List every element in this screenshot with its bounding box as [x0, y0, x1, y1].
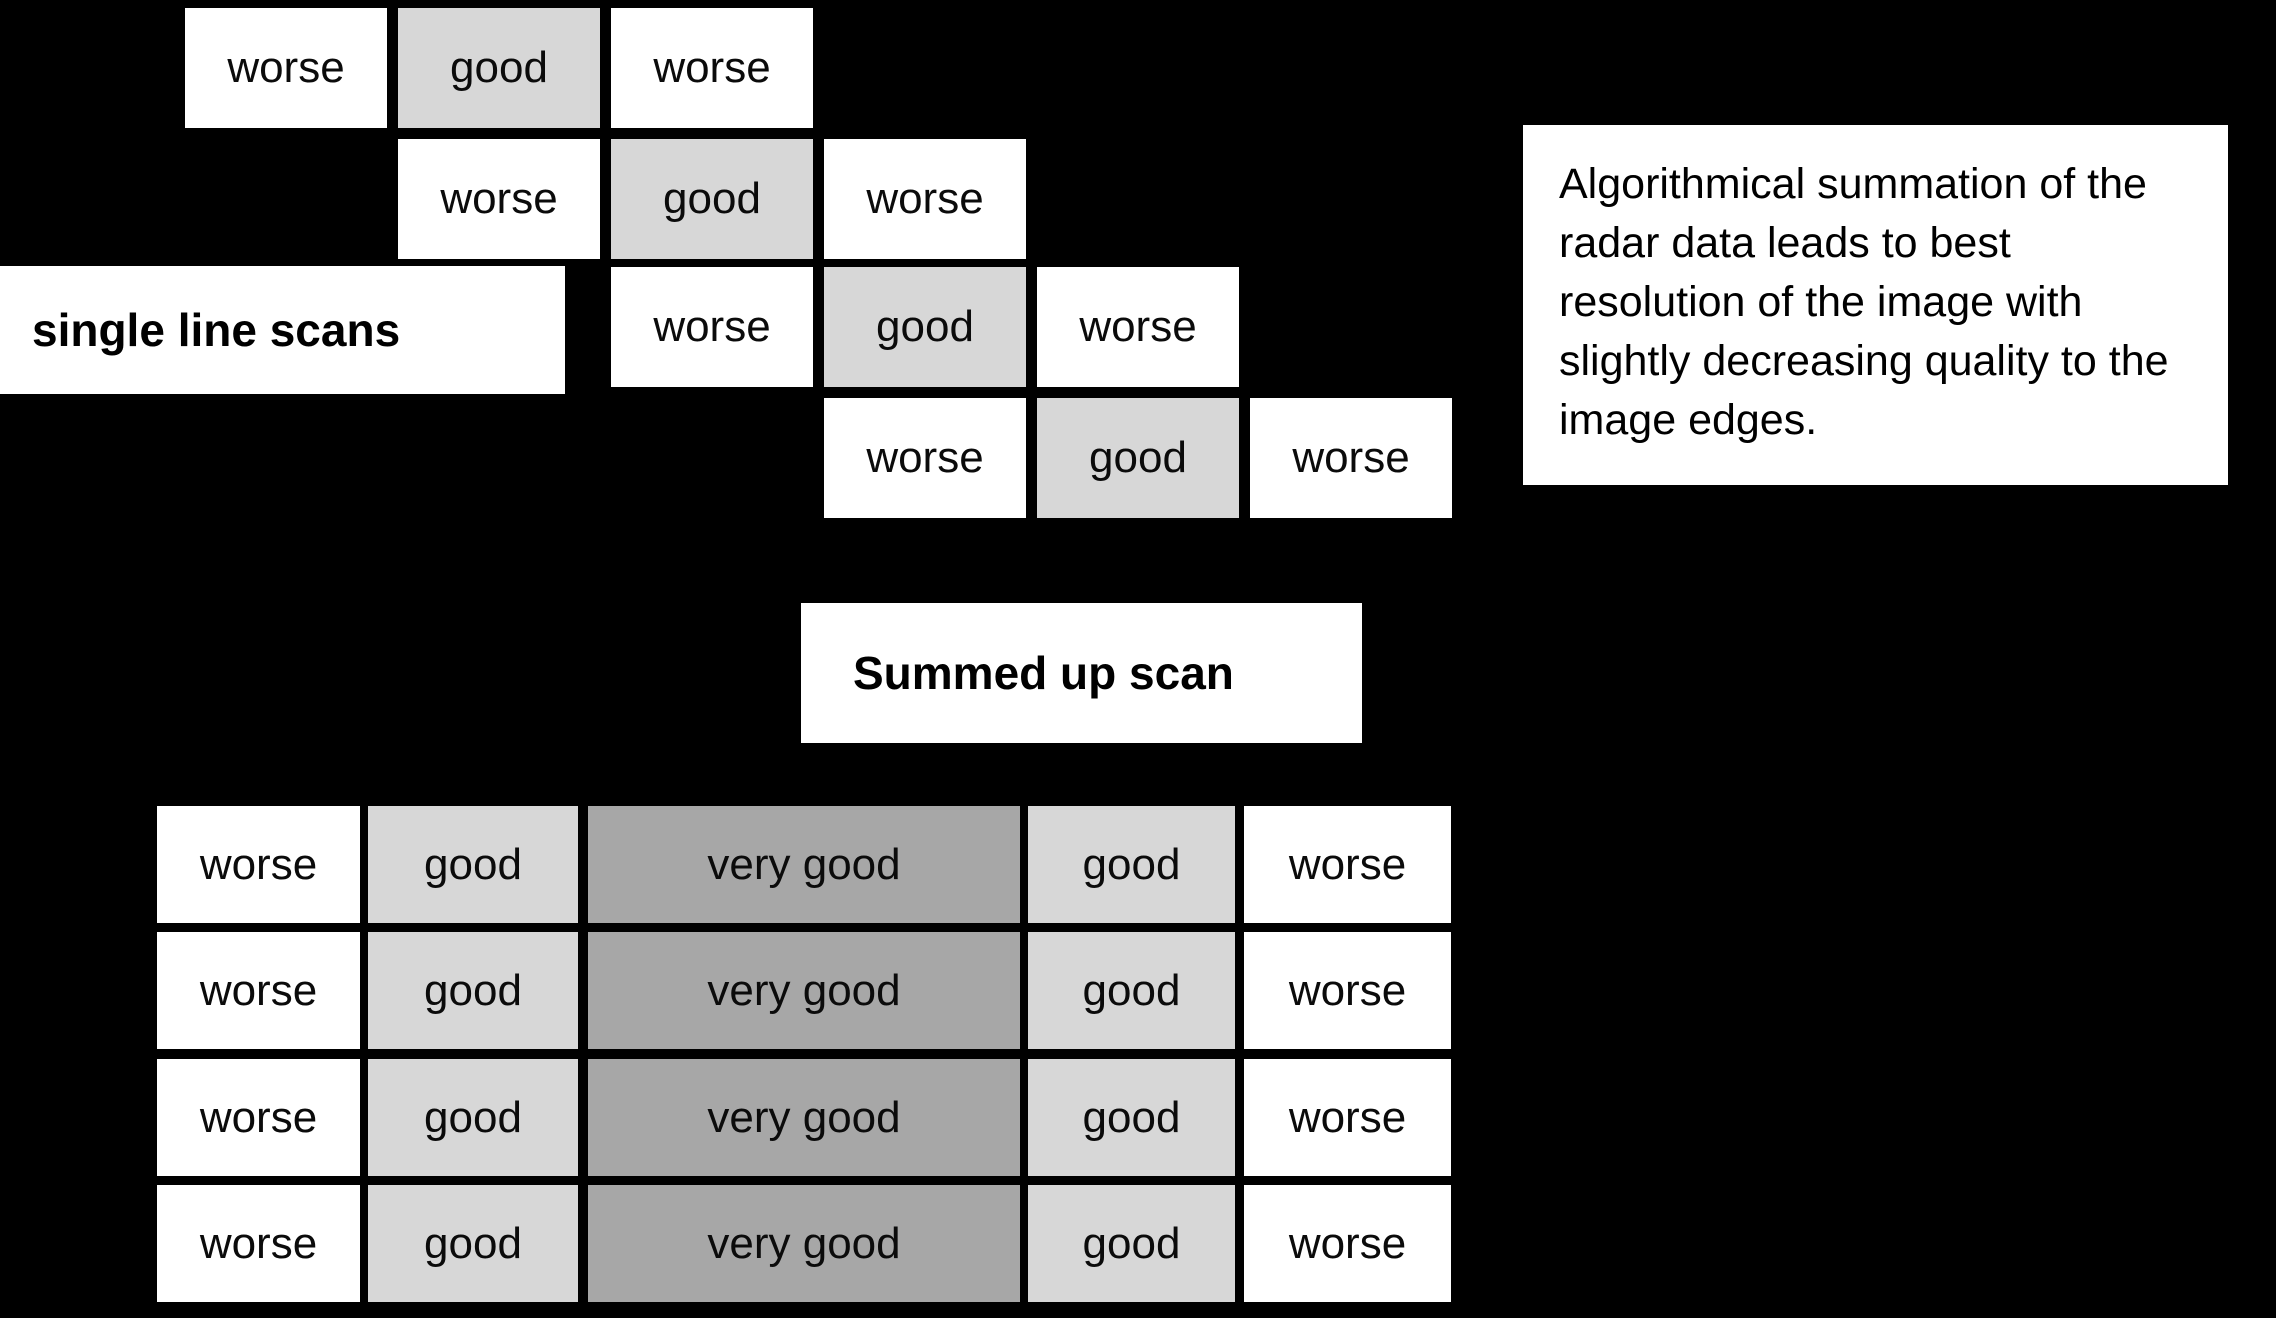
- note-box: Algorithmical summation of the radar data…: [1523, 125, 2228, 485]
- scan-cell-good: good: [1028, 1059, 1235, 1176]
- scan-cell-good: good: [1028, 932, 1235, 1049]
- scan-cell-worse: worse: [1244, 806, 1451, 923]
- scan-cell-worse: worse: [1244, 1185, 1451, 1302]
- scan-cell-very_good: very good: [588, 932, 1020, 1049]
- scan-cell-good: good: [824, 267, 1026, 387]
- note-line: slightly decreasing quality to the: [1559, 337, 2169, 385]
- scan-cell-very_good: very good: [588, 1185, 1020, 1302]
- scan-cell-good: good: [368, 806, 578, 923]
- scan-cell-good: good: [368, 1059, 578, 1176]
- scan-cell-very_good: very good: [588, 806, 1020, 923]
- single-line-scans-label-panel: single line scans: [0, 266, 565, 394]
- scan-cell-worse: worse: [1037, 267, 1239, 387]
- scan-cell-worse: worse: [611, 267, 813, 387]
- scan-cell-worse: worse: [398, 139, 600, 259]
- scan-cell-worse: worse: [824, 139, 1026, 259]
- scan-cell-good: good: [368, 932, 578, 1049]
- scan-cell-worse: worse: [1244, 1059, 1451, 1176]
- summed-up-scan-label: Summed up scan: [853, 647, 1234, 699]
- scan-cell-worse: worse: [157, 1185, 360, 1302]
- scan-cell-worse: worse: [1244, 932, 1451, 1049]
- scan-cell-worse: worse: [611, 8, 813, 128]
- scan-cell-worse: worse: [157, 932, 360, 1049]
- scan-cell-good: good: [1028, 806, 1235, 923]
- note-line: resolution of the image with: [1559, 278, 2083, 326]
- scan-cell-good: good: [1037, 398, 1239, 518]
- scan-cell-very_good: very good: [588, 1059, 1020, 1176]
- scan-cell-good: good: [1028, 1185, 1235, 1302]
- scan-cell-worse: worse: [157, 1059, 360, 1176]
- scan-cell-worse: worse: [1250, 398, 1452, 518]
- scan-cell-good: good: [398, 8, 600, 128]
- single-line-scans-label: single line scans: [32, 304, 401, 356]
- note-line: radar data leads to best: [1559, 219, 2011, 267]
- note-line: Algorithmical summation of the: [1559, 160, 2147, 208]
- scan-cell-worse: worse: [824, 398, 1026, 518]
- scan-cell-worse: worse: [185, 8, 387, 128]
- summed-up-scan-label-panel: Summed up scan: [801, 603, 1362, 743]
- scan-cell-worse: worse: [157, 806, 360, 923]
- scan-cell-good: good: [368, 1185, 578, 1302]
- note-line: image edges.: [1559, 396, 1818, 444]
- scan-cell-good: good: [611, 139, 813, 259]
